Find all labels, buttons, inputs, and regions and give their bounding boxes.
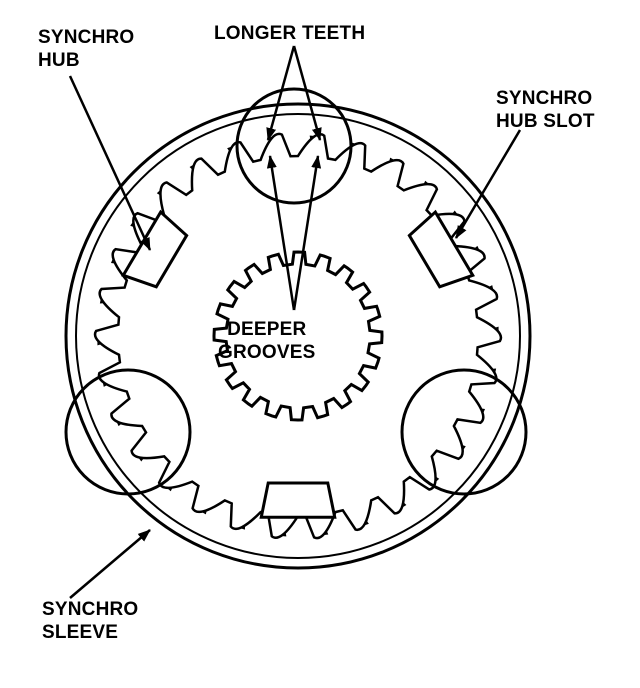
label-synchro-sleeve-line1: SYNCHRO: [42, 599, 139, 620]
hub-inner-splines: [212, 250, 384, 422]
leader-longer-teeth-left: [266, 45, 296, 141]
label-deeper-grooves: DEEPER GROOVES: [218, 318, 315, 364]
callout-circle-left: [64, 368, 192, 496]
leader-deeper-grooves-right: [292, 155, 322, 311]
label-deeper-grooves-line2: GROOVES: [218, 342, 316, 363]
hub-slot: [121, 209, 189, 289]
label-synchro-hub: SYNCHRO HUB: [38, 26, 134, 72]
label-longer-teeth: LONGER TEETH: [214, 22, 365, 45]
leader-synchro-hub: [68, 75, 152, 251]
leader-longer-teeth-right: [292, 45, 322, 141]
label-synchro-hub-line2: HUB: [38, 50, 80, 71]
label-synchro-hub-slot-line2: HUB SLOT: [496, 111, 595, 132]
label-synchro-sleeve: SYNCHRO SLEEVE: [42, 598, 138, 644]
sleeve-outer-ring-inner: [75, 113, 521, 559]
hub-slot: [259, 481, 337, 519]
leader-deeper-grooves-left: [266, 155, 296, 311]
leader-synchro-sleeve: [69, 529, 151, 599]
leader-synchro-hub-slot: [454, 129, 522, 239]
callout-circle-top: [235, 87, 353, 205]
label-longer-teeth-text: LONGER TEETH: [214, 23, 366, 44]
label-deeper-grooves-line1: DEEPER: [227, 319, 307, 340]
callout-circle-right: [400, 368, 528, 496]
label-synchro-hub-slot: SYNCHRO HUB SLOT: [496, 87, 595, 133]
hub-slot: [407, 209, 475, 289]
label-synchro-hub-slot-line1: SYNCHRO: [496, 88, 593, 109]
label-synchro-hub-line1: SYNCHRO: [38, 27, 135, 48]
sleeve-outer-ring: [64, 102, 532, 570]
label-synchro-sleeve-line2: SLEEVE: [42, 622, 119, 643]
